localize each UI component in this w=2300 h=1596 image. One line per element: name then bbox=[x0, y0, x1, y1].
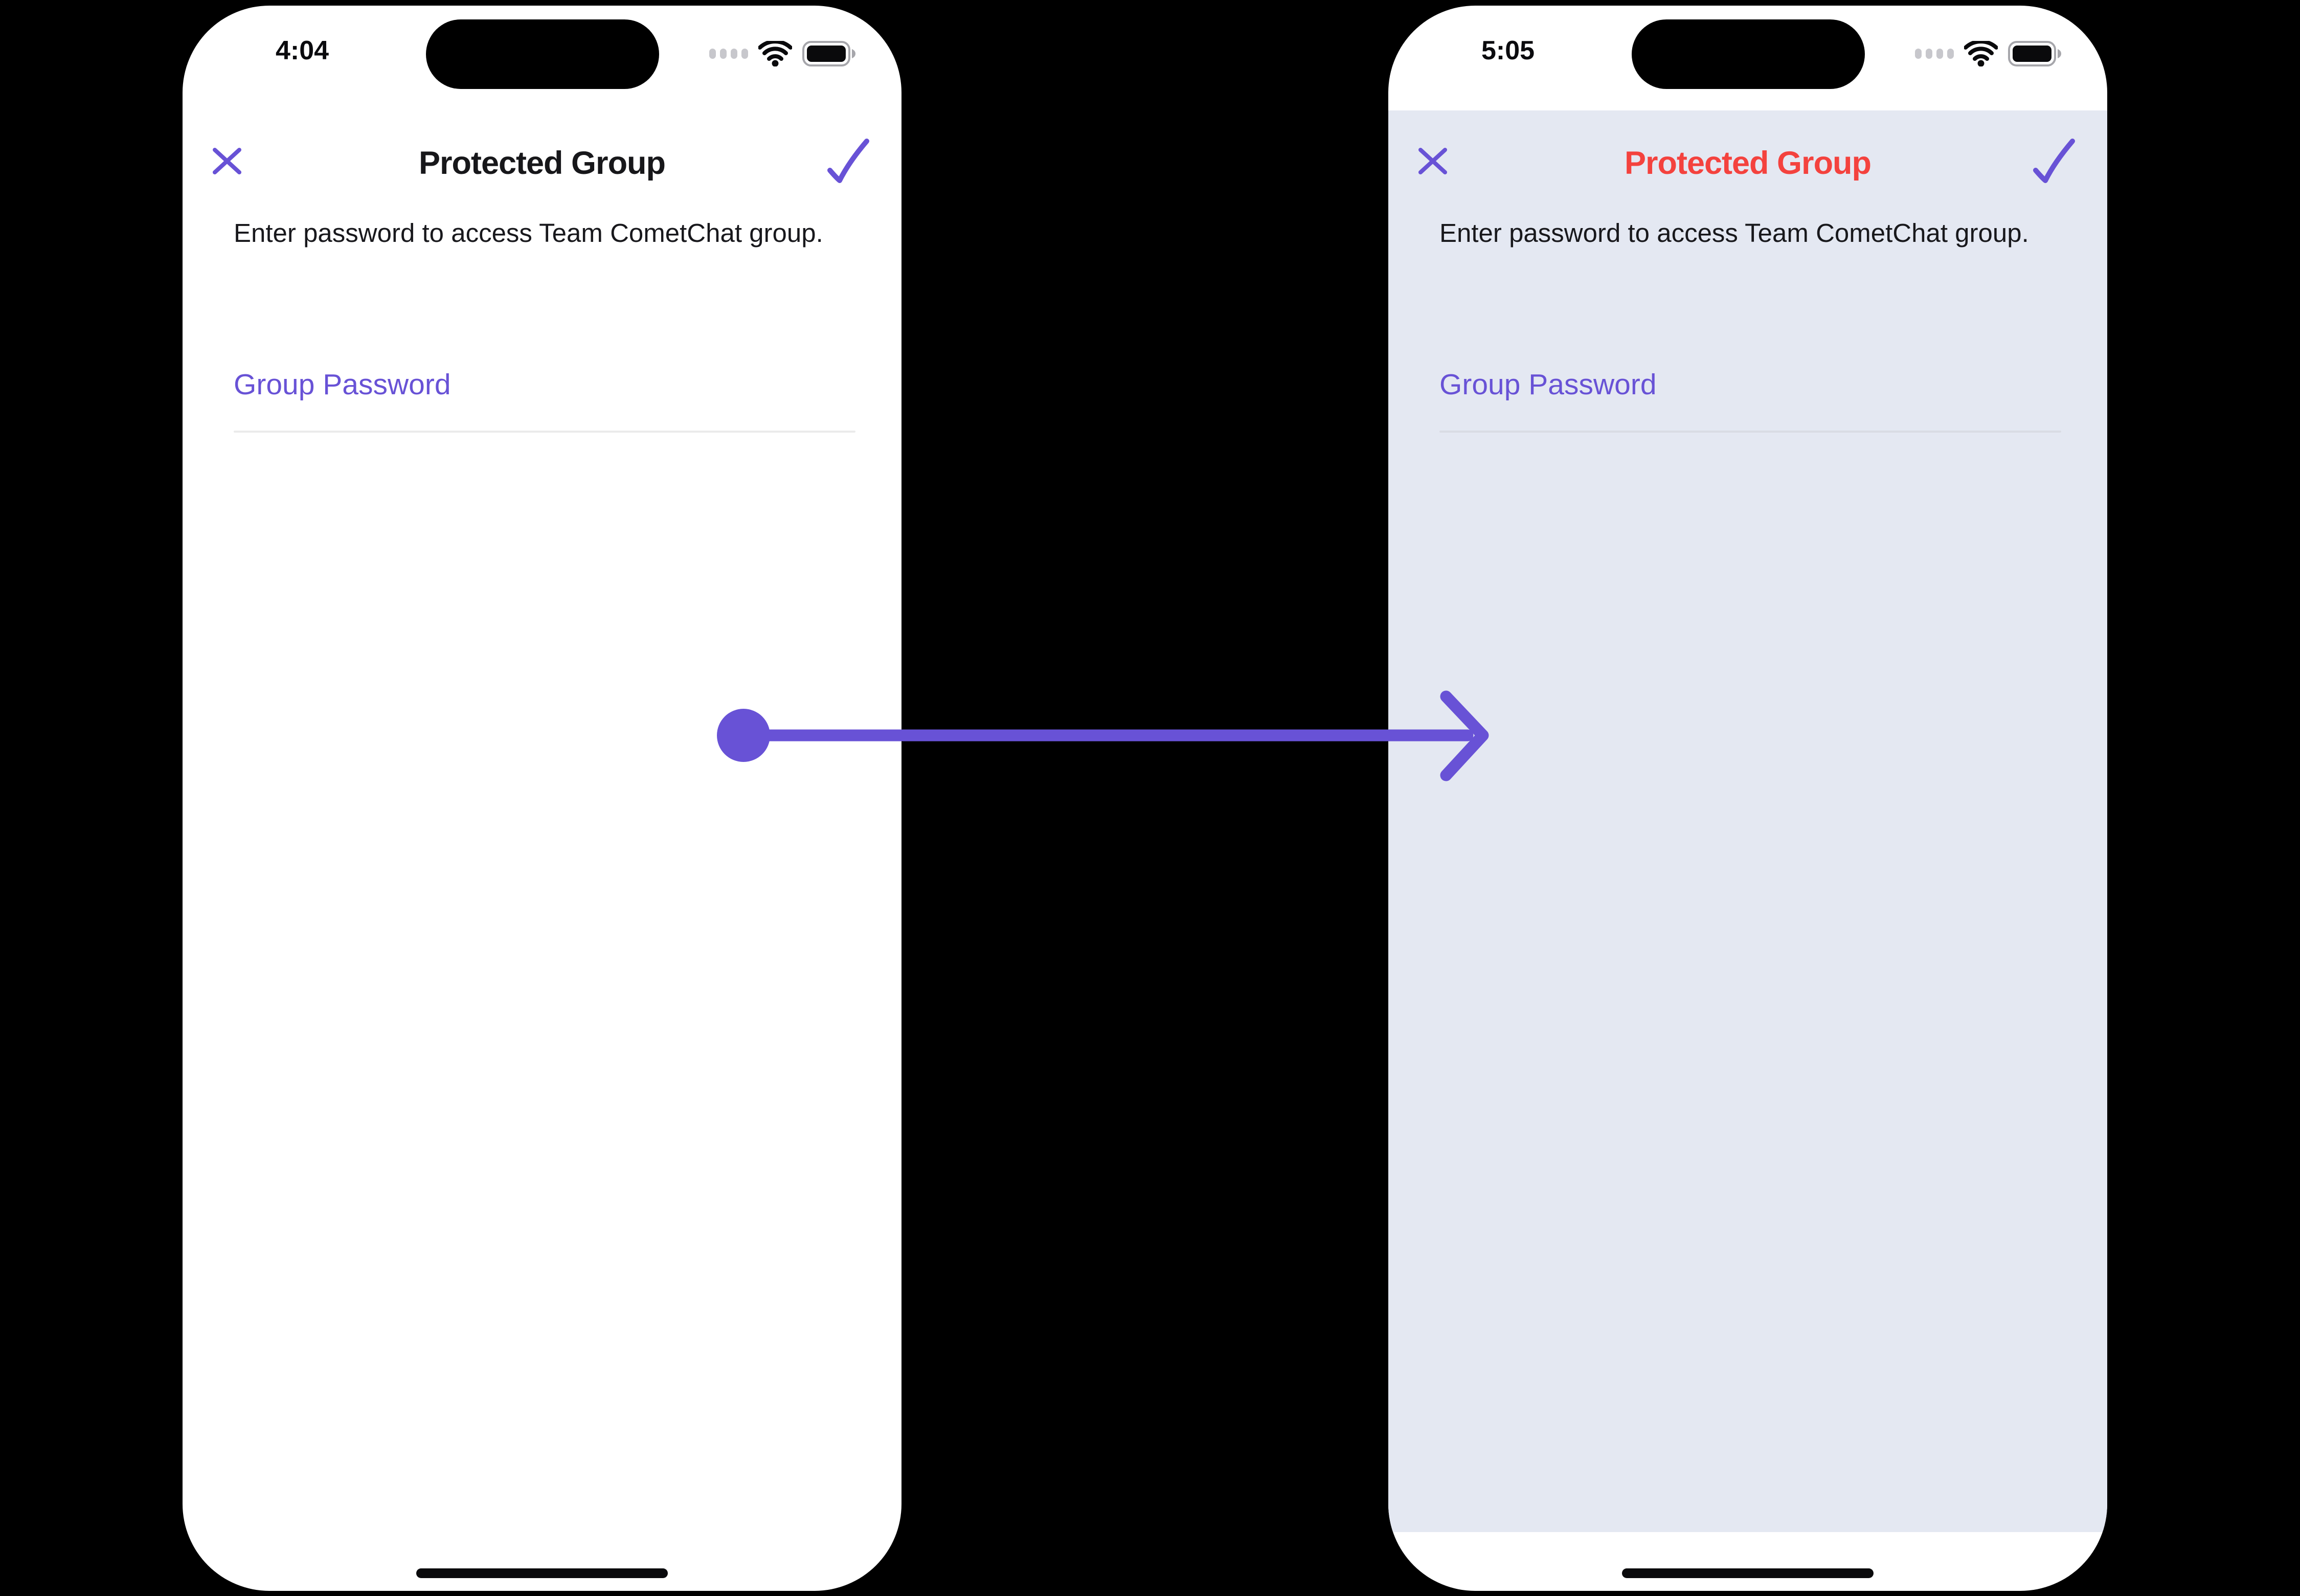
navbar: Protected Group bbox=[1388, 137, 2107, 187]
dynamic-island bbox=[426, 19, 659, 89]
dynamic-island bbox=[1632, 19, 1865, 89]
status-bar: 5:05 bbox=[1388, 6, 2107, 110]
home-indicator[interactable] bbox=[416, 1568, 668, 1578]
status-icons bbox=[709, 39, 856, 68]
status-bar: 4:04 bbox=[183, 6, 901, 110]
status-icons bbox=[1915, 39, 2062, 68]
wifi-icon bbox=[1964, 41, 1998, 66]
cellular-signal-icon bbox=[1915, 49, 1954, 59]
group-description: Enter password to access Team CometChat … bbox=[234, 218, 823, 248]
group-password-label: Group Password bbox=[1439, 368, 1657, 401]
confirm-icon[interactable] bbox=[2032, 137, 2079, 184]
group-password-label: Group Password bbox=[234, 368, 451, 401]
status-time: 5:05 bbox=[1481, 36, 1535, 65]
status-time: 4:04 bbox=[276, 36, 329, 65]
home-indicator[interactable] bbox=[1622, 1568, 1874, 1578]
close-icon[interactable] bbox=[1417, 147, 1448, 175]
battery-icon bbox=[2008, 41, 2061, 66]
wifi-icon bbox=[758, 41, 792, 66]
phone-frame-custom: 5:05 Prot bbox=[1388, 6, 2107, 1591]
cellular-signal-icon bbox=[709, 49, 748, 59]
transition-arrow-icon bbox=[717, 690, 1489, 781]
field-underline bbox=[234, 431, 855, 433]
confirm-icon[interactable] bbox=[826, 137, 873, 184]
page-title: Protected Group bbox=[1624, 145, 1871, 181]
group-description: Enter password to access Team CometChat … bbox=[1439, 218, 2029, 248]
themed-screen-background bbox=[1388, 110, 2107, 1532]
close-icon[interactable] bbox=[212, 147, 242, 175]
battery-icon bbox=[802, 41, 855, 66]
page-title: Protected Group bbox=[418, 145, 666, 181]
group-password-field[interactable]: Group Password bbox=[234, 368, 855, 435]
field-underline bbox=[1439, 431, 2061, 433]
group-password-field[interactable]: Group Password bbox=[1439, 368, 2061, 435]
phone-frame-default: 4:04 Prot bbox=[183, 6, 901, 1591]
navbar: Protected Group bbox=[183, 137, 901, 187]
